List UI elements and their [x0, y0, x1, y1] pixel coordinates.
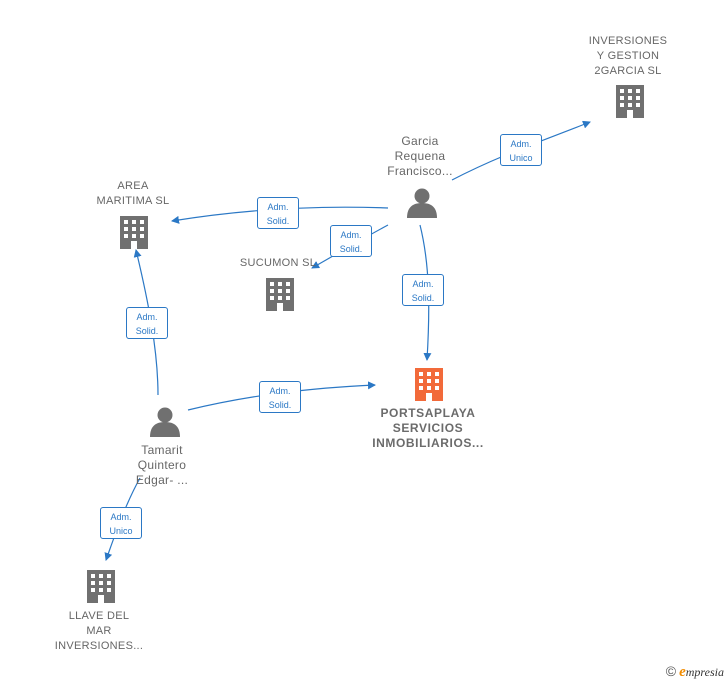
edge-label-garcia-inversiones[interactable]: Adm. Unico — [500, 134, 542, 166]
node-label-line: PORTSAPLAYA — [380, 406, 476, 420]
node-label-line: Tamarit — [141, 443, 183, 457]
building-icon — [616, 85, 644, 118]
brand-logo-mark: e — [679, 664, 686, 680]
node-label-line: Y GESTION — [596, 50, 660, 62]
edge-label-garcia-portsaplaya[interactable]: Adm. Solid. — [402, 274, 444, 306]
edge-label-line: Solid. — [135, 326, 159, 336]
node-label-line: Quintero — [137, 458, 187, 472]
node-label-line: INMOBILIARIOS... — [372, 436, 484, 450]
node-label-llave[interactable]: LLAVE DEL MAR INVERSIONES... — [39, 609, 159, 654]
edge-label-line: Solid. — [268, 400, 292, 410]
edge-label-line: Adm. — [136, 312, 158, 322]
edge-label-line: Adm. — [412, 279, 434, 289]
edge-label-line: Adm. — [510, 139, 532, 149]
node-label-line: AREA — [117, 180, 149, 192]
edge-label-line: Adm. — [340, 230, 362, 240]
edge-label-line: Unico — [509, 153, 533, 163]
edge-label-line: Adm. — [110, 512, 132, 522]
edge-label-garcia-area[interactable]: Adm. Solid. — [257, 197, 299, 229]
node-label-line: MARITIMA SL — [96, 195, 170, 207]
node-label-line: SUCUMON SL — [239, 257, 317, 269]
building-icon — [120, 216, 148, 249]
node-label-garcia[interactable]: Garcia Requena Francisco... — [370, 134, 470, 179]
brand-logo-text: mpresia — [685, 665, 724, 679]
node-label-inversiones[interactable]: INVERSIONES Y GESTION 2GARCIA SL — [568, 34, 688, 79]
node-label-line: Requena — [394, 149, 446, 163]
node-label-line: INVERSIONES — [588, 35, 668, 47]
edge-label-line: Unico — [109, 526, 133, 536]
edge-label-line: Adm. — [267, 202, 289, 212]
building-icon — [266, 278, 294, 311]
edge-label-tamarit-area[interactable]: Adm. Solid. — [126, 307, 168, 339]
node-label-line: INVERSIONES... — [54, 640, 144, 652]
edge-label-line: Solid. — [411, 293, 435, 303]
building-icon — [87, 570, 115, 603]
edge-label-garcia-sucumon[interactable]: Adm. Solid. — [330, 225, 372, 257]
edge-label-tamarit-llave[interactable]: Adm. Unico — [100, 507, 142, 539]
node-label-line: SERVICIOS — [392, 421, 464, 435]
node-label-area-maritima[interactable]: AREA MARITIMA SL — [73, 179, 193, 209]
node-label-portsaplaya[interactable]: PORTSAPLAYA SERVICIOS INMOBILIARIOS... — [358, 406, 498, 451]
node-label-line: Garcia — [401, 134, 439, 148]
person-icon — [407, 188, 437, 218]
node-label-line: 2GARCIA SL — [594, 65, 662, 77]
person-icon — [150, 407, 180, 437]
node-label-tamarit[interactable]: Tamarit Quintero Edgar- ... — [112, 443, 212, 488]
edge-label-line: Solid. — [266, 216, 290, 226]
edge-label-line: Solid. — [339, 244, 363, 254]
building-icon — [415, 368, 443, 401]
node-label-line: LLAVE DEL — [68, 610, 130, 622]
node-label-line: Francisco... — [387, 164, 453, 178]
copyright-icon: © — [665, 663, 677, 679]
brand-logo[interactable]: ©empresia — [666, 663, 724, 681]
node-label-line: MAR — [86, 625, 112, 637]
node-label-sucumon[interactable]: SUCUMON SL — [218, 256, 338, 271]
edge-label-tamarit-portsaplaya[interactable]: Adm. Solid. — [259, 381, 301, 413]
node-label-line: Edgar- ... — [135, 473, 189, 487]
edge-label-line: Adm. — [269, 386, 291, 396]
